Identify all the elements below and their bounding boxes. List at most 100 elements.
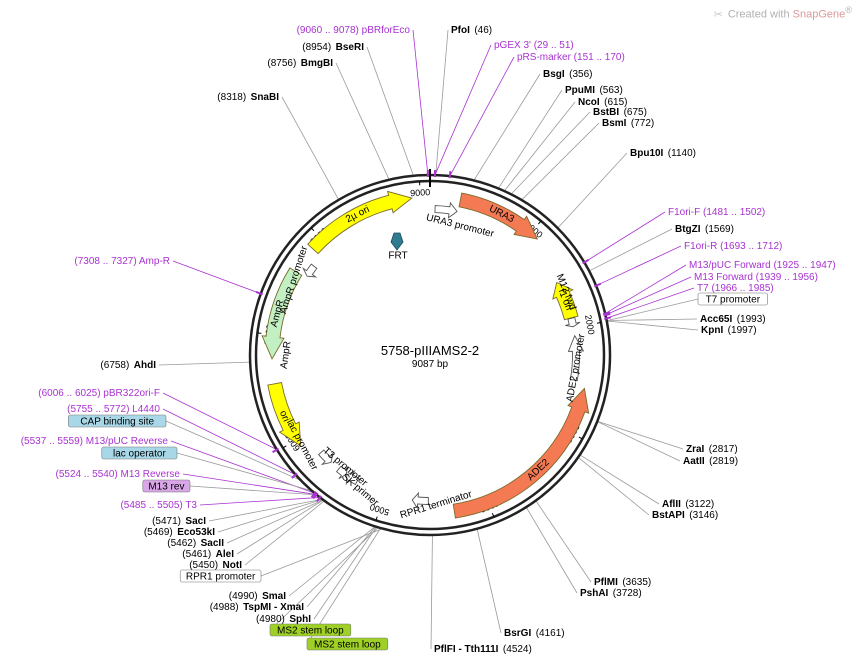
site-position: (2819) xyxy=(709,456,738,467)
site-position: (5461) xyxy=(182,549,211,560)
site-position: (3122) xyxy=(685,499,714,510)
primer-mark xyxy=(448,171,452,179)
site-name: NcoI xyxy=(578,97,600,108)
site-label: (8954) BseRI xyxy=(302,37,364,54)
primer-mark xyxy=(310,491,317,498)
site-position: (4988) xyxy=(210,602,239,613)
site-name: BstBI xyxy=(593,107,619,118)
site-name: SphI xyxy=(289,614,311,625)
site-label: (4990) SmaI xyxy=(229,586,286,603)
primer-leader xyxy=(182,473,317,495)
primer-label: (7308 .. 7327) Amp-R xyxy=(74,256,170,267)
primer-mark xyxy=(603,312,611,317)
site-name: SacI xyxy=(185,516,206,527)
site-position: (4990) xyxy=(229,591,258,602)
site-leader xyxy=(588,228,673,272)
site-position: (2817) xyxy=(709,444,738,455)
promoter-arrow xyxy=(567,334,585,382)
site-leader xyxy=(288,526,376,597)
watermark-prefix: Created with xyxy=(727,8,793,21)
site-name: BstAPI xyxy=(652,510,685,521)
site-leader xyxy=(521,122,600,201)
leader-lines xyxy=(158,29,699,650)
tick-mark xyxy=(257,332,262,334)
primer-leader xyxy=(162,408,296,476)
site-position: (8954) xyxy=(302,42,331,53)
box-leader xyxy=(176,452,312,492)
site-name: BmgBI xyxy=(301,58,333,69)
primer-label: pRS-marker (151 .. 170) xyxy=(517,52,625,63)
primer-leader xyxy=(604,264,687,314)
box-label: CAP binding site xyxy=(80,417,154,428)
site-leader xyxy=(306,526,376,608)
site-name: KpnI xyxy=(701,325,723,336)
site-position: (675) xyxy=(624,107,647,118)
site-label: BstBI (675) xyxy=(593,102,647,119)
site-leader xyxy=(226,499,324,544)
label-box xyxy=(101,446,178,460)
site-leader xyxy=(313,526,377,620)
promoter-arrow xyxy=(434,201,458,219)
site-position: (4524) xyxy=(503,644,532,655)
site-leader xyxy=(335,62,390,180)
primer-label: (5485 .. 5505) T3 xyxy=(120,500,197,511)
site-name: AflII xyxy=(662,499,681,510)
site-position: (5469) xyxy=(144,527,173,538)
primer-label: (5524 .. 5540) M13 Reverse xyxy=(55,469,180,480)
tick-mark xyxy=(310,227,315,232)
site-label: PshAI (3728) xyxy=(580,583,642,600)
site-position: (6758) xyxy=(100,360,129,371)
plasmid-name: 5758-pIIIAMS2-2 xyxy=(381,343,479,358)
box-label: RPR1 promoter xyxy=(186,572,256,583)
site-label: BtgZI (1569) xyxy=(675,219,734,236)
site-label: ZraI (2817) xyxy=(686,439,738,456)
site-label: Acc65I (1993) xyxy=(700,309,766,326)
primer-leader xyxy=(412,29,429,176)
site-position: (615) xyxy=(604,97,627,108)
site-leader xyxy=(366,46,414,176)
site-leader xyxy=(597,420,684,450)
site-name: AatII xyxy=(683,456,705,467)
site-position: (3728) xyxy=(613,588,642,599)
site-label: KpnI (1997) xyxy=(701,320,757,337)
plasmid-size: 9087 bp xyxy=(412,359,449,370)
site-leader xyxy=(158,361,251,366)
site-leader xyxy=(535,500,592,583)
site-name: PflFI - Tth111I xyxy=(434,644,499,655)
site-leader xyxy=(497,89,563,189)
promoter-arrow xyxy=(565,316,581,328)
site-leader xyxy=(473,73,541,181)
site-leader xyxy=(606,320,699,331)
feature-text: AmpR xyxy=(279,340,294,369)
site-label: (5461) AleI xyxy=(182,544,234,561)
site-leader xyxy=(597,421,681,462)
box-label: MS2 stem loop xyxy=(277,626,344,637)
promoter-arrow xyxy=(411,491,429,510)
site-name: BsmI xyxy=(602,118,627,129)
site-name: Acc65I xyxy=(700,314,732,325)
site-label: Bpu10I (1140) xyxy=(630,143,696,160)
site-position: (5471) xyxy=(152,516,181,527)
site-position: (563) xyxy=(599,85,622,96)
tick-mark xyxy=(282,445,287,449)
site-name: AhdI xyxy=(134,360,156,371)
site-label: AatII (2819) xyxy=(683,451,738,468)
site-label: BsrGI (4161) xyxy=(504,623,565,640)
site-label: PflMI (3635) xyxy=(594,572,651,589)
site-position: (772) xyxy=(631,118,654,129)
site-position: (356) xyxy=(569,69,592,80)
box-leader xyxy=(260,528,383,577)
label-box xyxy=(68,414,167,428)
site-label: (8756) BmgBI xyxy=(267,53,333,70)
site-leader xyxy=(435,29,449,176)
primer-label: pGEX 3' (29 .. 51) xyxy=(494,40,574,51)
primer-leader xyxy=(449,56,515,177)
site-name: Bpu10I xyxy=(630,148,664,159)
frt-feature xyxy=(390,232,404,251)
primer-leader xyxy=(434,44,492,176)
label-box xyxy=(697,292,768,306)
feature-arrow xyxy=(458,192,539,240)
primer-mark xyxy=(255,291,263,296)
site-name: TspMI - XmaI xyxy=(243,602,304,613)
